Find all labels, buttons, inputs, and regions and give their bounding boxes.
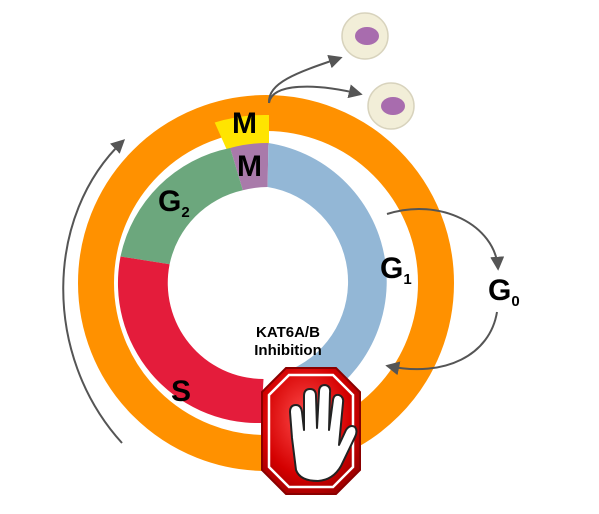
label-g2-base: G [158,185,181,218]
inner-segment-g1 [267,143,387,410]
inner-segment-m [230,142,269,191]
inhibitor-label-line2: Inhibition [254,342,321,359]
label-g0-sub: 0 [511,293,519,310]
daughter-cell-icon [367,82,415,130]
inner-segment-s [117,256,264,424]
label-g1-sub: 1 [403,271,411,288]
cycle-direction-arrow [62,139,126,444]
stop-hand-icon [289,384,358,482]
inhibitor-label-line1: KAT6A/B [256,324,320,341]
label-inner-m: M [237,150,262,183]
label-g2-sub: 2 [181,204,189,221]
label-g1: G1 [380,252,412,288]
division-arrow-lower [268,84,363,104]
daughter-cell-icon [341,12,389,60]
label-g1-base: G [380,252,403,285]
label-g0-base: G [488,274,511,307]
g0-to-g1-arrow [385,311,498,376]
label-outer-m: M [232,107,257,140]
stop-sign [261,367,361,495]
division-arrow-upper [267,54,343,104]
inner-segment-g2 [120,148,243,265]
g1-to-g0-arrow [386,208,505,271]
label-g2: G2 [158,185,190,221]
label-g0: G0 [488,274,520,310]
label-s: S [171,375,191,408]
outer-mitosis-segment [214,114,269,151]
